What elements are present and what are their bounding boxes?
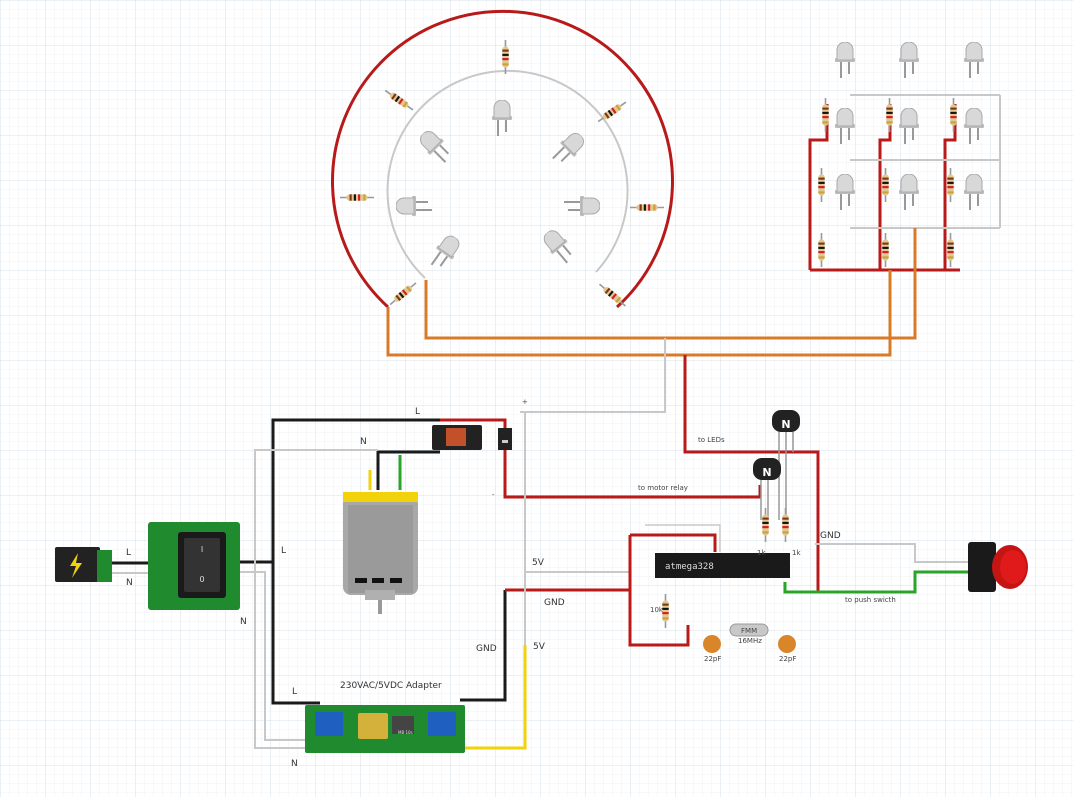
led-signal-wire	[520, 338, 666, 413]
ring-gray-wire	[386, 69, 629, 279]
label-L-top: L	[415, 407, 420, 417]
dc-motor	[343, 492, 418, 614]
switch-off-label: 0	[199, 575, 204, 584]
label-N-mid: N	[240, 617, 247, 627]
crystal	[729, 623, 769, 637]
label-5v-adapter: 5V	[533, 642, 546, 652]
label-L-mid: L	[281, 546, 286, 556]
label-to-motor-relay: to motor relay	[638, 484, 688, 492]
switch-on-label: I	[201, 545, 203, 554]
led-matrix	[808, 42, 1001, 272]
label-gnd-adapter: GND	[476, 644, 497, 654]
mcu-atmega328: atmega328 FMM 16MHz 22pF 22pF 10k 1k 1k	[628, 508, 801, 663]
dc-jack[interactable]	[55, 547, 112, 582]
label-L-adapter: L	[292, 687, 297, 697]
label-plus: +	[522, 398, 528, 406]
wire-L-adapter	[271, 562, 320, 705]
cap-right	[778, 635, 796, 653]
push-button[interactable]	[968, 542, 1028, 592]
label-gnd-right: GND	[820, 531, 841, 541]
cap-right-label: 22pF	[779, 655, 796, 663]
crystal-label: 16MHz	[738, 637, 762, 645]
label-to-push-switch: to push swicth	[845, 596, 896, 604]
res-1k-left-label: 1k	[757, 549, 766, 557]
wire-gnd-adapter	[460, 590, 507, 702]
wire-5v-adapter	[460, 645, 527, 750]
led-ring	[331, 9, 674, 310]
cap-left-label: 22pF	[704, 655, 721, 663]
cap-left	[703, 635, 721, 653]
label-minus: -	[492, 491, 495, 499]
relay	[432, 425, 512, 450]
label-gnd-mid: GND	[544, 598, 565, 608]
mcu-label: atmega328	[665, 562, 714, 572]
transistor-bottom: N	[753, 458, 781, 520]
wire-push-switch	[783, 570, 970, 594]
svg-text:N: N	[762, 466, 771, 479]
res-10k-label: 10k	[650, 606, 664, 614]
adapter-label: 230VAC/5VDC Adapter	[340, 681, 442, 691]
label-5v-mid: 5V	[532, 558, 545, 568]
wire-motor-relay	[503, 455, 762, 499]
label-L-socket: L	[126, 548, 131, 558]
wire-N-top	[254, 449, 378, 572]
svg-text:FMM: FMM	[741, 627, 757, 635]
lightning-icon	[70, 553, 82, 578]
wire-L-top	[271, 418, 440, 562]
res-1k-right-label: 1k	[792, 549, 801, 557]
power-switch[interactable]: I 0	[148, 522, 240, 610]
transistor-top: N	[772, 410, 800, 520]
svg-text:N: N	[781, 418, 790, 431]
label-N-socket: N	[126, 578, 133, 588]
ring-red-wire	[331, 9, 674, 309]
label-to-leds: to LEDs	[698, 436, 725, 444]
orange-bus	[386, 228, 917, 357]
label-N-top: N	[360, 437, 367, 447]
adapter-chip-label: MB 10s	[398, 730, 413, 735]
adapter-module: MB 10s	[305, 705, 465, 753]
label-N-bottom: N	[291, 759, 298, 769]
